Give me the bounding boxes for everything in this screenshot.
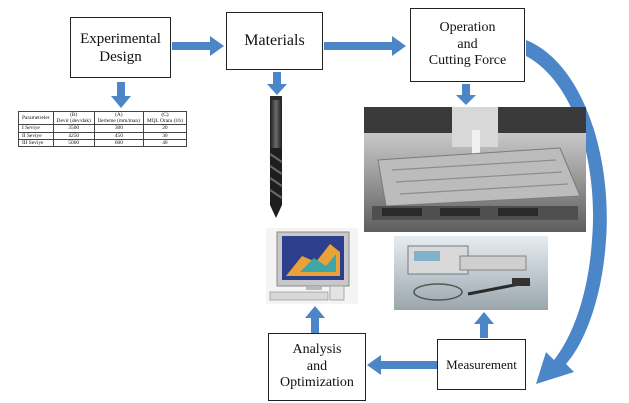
arrow-materials-to-drill [267, 72, 287, 95]
table-header-cell: (B) Devir (dev/dak) [52, 110, 95, 126]
table-cell: 30 [142, 131, 187, 140]
table-cell: I Seviye [18, 124, 54, 133]
table-cell: 5000 [52, 138, 95, 148]
arrow-design-to-table [111, 82, 131, 108]
table-cell: III Seviye [18, 138, 54, 148]
table-cell: 4250 [52, 131, 95, 140]
table-row: III Seviye 5000 600 40 [18, 138, 187, 148]
operation-label: Operation and Cutting Force [428, 19, 507, 69]
materials-box: Materials [226, 12, 323, 70]
computer-image [266, 228, 358, 304]
arrow-analysis-to-computer [305, 306, 325, 334]
table-header-cell: (A) İlerleme (mm/man) [93, 110, 144, 126]
analysis-label: Analysis and Optimization [280, 341, 354, 391]
arrow-operation-to-measurement-curved [526, 40, 607, 384]
arrow-measurement-to-device [474, 312, 494, 338]
table-cell: 600 [93, 138, 144, 148]
table-cell: II Seviye [18, 131, 54, 140]
table-header-cell: Parametreler [18, 110, 54, 126]
parameters-table: Parametreler (B) Devir (dev/dak) (A) İle… [18, 110, 187, 148]
table-cell: 3500 [52, 124, 95, 133]
measurement-box: Measurement [437, 339, 526, 390]
table-header-row: Parametreler (B) Devir (dev/dak) (A) İle… [18, 110, 187, 126]
table-cell: 450 [93, 131, 144, 140]
surface-roughness-tester-image [394, 236, 548, 310]
table-row: I Seviye 3500 300 20 [18, 124, 187, 133]
table-row: II Seviye 4250 450 30 [18, 131, 187, 140]
measurement-label: Measurement [446, 356, 517, 372]
materials-label: Materials [244, 32, 305, 50]
arrow-materials-to-operation [324, 36, 406, 56]
table-cell: 300 [93, 124, 144, 133]
drill-bit-image [269, 96, 283, 218]
operation-box: Operation and Cutting Force [410, 8, 525, 82]
arrow-design-to-materials [172, 36, 224, 56]
table-cell: 40 [142, 138, 187, 148]
arrow-operation-to-machine [456, 84, 476, 105]
experimental-design-label: Experimental Design [80, 30, 161, 65]
table-cell: 20 [142, 124, 187, 133]
table-header-cell: (C) MQL Oranı (l/h) [142, 110, 187, 126]
analysis-box: Analysis and Optimization [268, 333, 366, 401]
experimental-design-box: Experimental Design [70, 17, 171, 78]
arrow-measurement-to-analysis [367, 355, 437, 375]
cnc-machine-image [364, 107, 586, 232]
